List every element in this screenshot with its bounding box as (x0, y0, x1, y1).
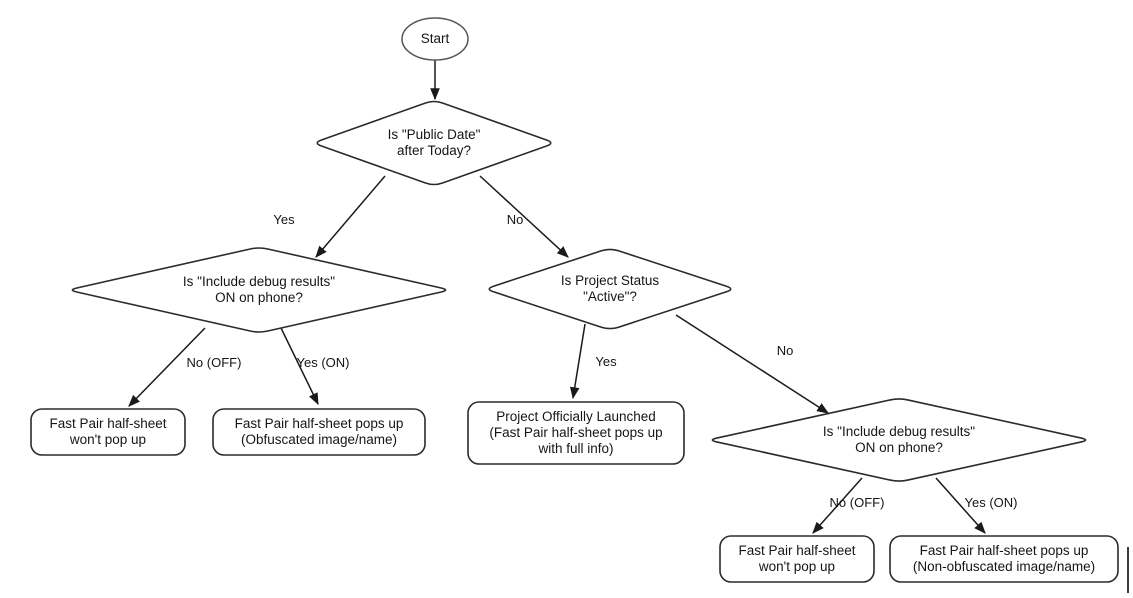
node-label-result-left-on: Fast Pair half-sheet pops up(Obfuscated … (235, 416, 404, 447)
node-label-result-launched: Project Officially Launched(Fast Pair ha… (489, 409, 662, 456)
edge-e-status-yes (569, 323, 586, 400)
node-start (401, 17, 469, 61)
edge-e-left-off (128, 327, 206, 407)
edge-e-public-no (479, 175, 569, 258)
edge-label-e-public-yes: Yes (273, 212, 295, 227)
edge-label-e-status-yes: Yes (595, 354, 617, 369)
edge-e-public-yes (315, 175, 386, 258)
node-label-start: Start (421, 31, 450, 46)
node-debug-results-left-decision (71, 247, 447, 333)
edge-label-e-public-no: No (507, 212, 524, 227)
edge-label-e-left-off: No (OFF) (187, 355, 242, 370)
edges-layer (128, 60, 986, 534)
edge-e-right-off (812, 477, 863, 534)
node-result-right-off (719, 535, 875, 583)
node-public-date-decision (316, 100, 552, 186)
edge-label-e-status-no: No (777, 343, 794, 358)
node-project-status-decision (488, 248, 732, 330)
edge-label-e-right-off: No (OFF) (830, 495, 885, 510)
edge-label-e-right-on: Yes (ON) (965, 495, 1018, 510)
node-result-launched (467, 401, 685, 465)
node-label-project-status-decision: Is Project Status"Active"? (561, 273, 660, 304)
edge-label-e-left-on: Yes (ON) (297, 355, 350, 370)
node-result-right-on (889, 535, 1119, 583)
node-label-result-right-on: Fast Pair half-sheet pops up(Non-obfusca… (913, 543, 1095, 574)
node-label-debug-results-left-decision: Is "Include debug results"ON on phone? (183, 274, 335, 305)
node-result-left-on (212, 408, 426, 456)
node-label-debug-results-right-decision: Is "Include debug results"ON on phone? (823, 424, 975, 455)
edge-e-status-no (675, 314, 830, 414)
node-label-public-date-decision: Is "Public Date"after Today? (388, 127, 481, 158)
node-result-left-off (30, 408, 186, 456)
edge-e-right-on (935, 477, 986, 534)
node-debug-results-right-decision (711, 398, 1087, 482)
page-edge-artifact (1127, 547, 1129, 593)
nodes-layer: Start Is "Public Date"after Today? Is "Inc… (30, 17, 1119, 583)
edge-e-left-on (280, 327, 319, 406)
